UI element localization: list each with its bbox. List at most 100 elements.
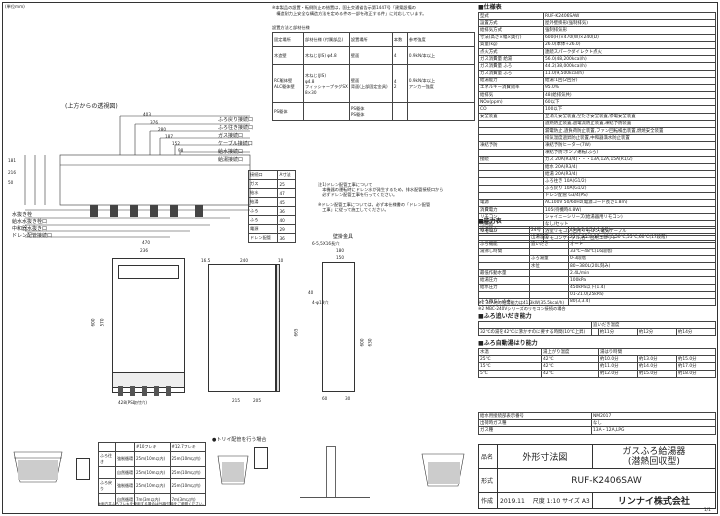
drain-note-5: ※ドレン配管工事については，必ず本仕様書の「ドレン配管 xyxy=(318,202,431,207)
capacity-row: ふろ機能追いだきオート xyxy=(478,240,716,249)
auto-r1c1: 42℃ xyxy=(541,362,599,371)
auto-r0c2: 約10.0分 xyxy=(598,355,638,364)
plt-h2: #10フレキ xyxy=(134,442,171,452)
auto-r2c0: 5℃ xyxy=(478,369,542,378)
spec-row: 凍結予防:ポンプ運転(ふろ) xyxy=(478,148,716,157)
capacity-cell: 01-21.0(25kPa) xyxy=(568,290,716,299)
dim-side-10: 10 xyxy=(278,258,284,263)
spec-label: 点火方式 xyxy=(478,47,544,57)
spec-label: 寸法(高さ×幅×奥行) xyxy=(478,33,544,42)
front-view-lower xyxy=(112,372,185,388)
dim-front-600: 600 xyxy=(90,318,96,327)
spec-value: 漏電防止,過負荷防止装置,ファン回転検出装置,燃焼安全装置 xyxy=(543,126,716,136)
dim-top-7: 216 xyxy=(8,170,16,175)
spec-label: 接続 xyxy=(478,155,544,164)
capacity-cell: 給湯能力 xyxy=(478,225,530,235)
trap-title: ●トリイ配管を行う場合 xyxy=(212,437,267,443)
spec-label: 給排気方式 xyxy=(478,26,544,35)
drain-note-3: 必ずドレン配管工事を行ってください。 xyxy=(318,192,398,197)
auto-r1c2: 約11.0分 xyxy=(598,362,638,371)
spec-label xyxy=(478,148,544,157)
spec-value: 過熱防止装置,過電流防止装置,凍結予防装置 xyxy=(543,119,716,129)
front-view-valves xyxy=(118,386,171,396)
conn-r1c0: 給水 xyxy=(247,188,279,198)
auto-r0c1: 42℃ xyxy=(541,355,599,364)
capacity-cell xyxy=(478,254,530,263)
fixing-r0c3: 4 xyxy=(391,46,408,65)
furo-table: 追いだき温度 32℃の湯を42℃に沸かすのに要する時間(10℃上昇) 約11分 … xyxy=(478,320,717,337)
tb-model-label: 形式 xyxy=(478,468,498,493)
conn-r2c1: 45 xyxy=(277,197,296,207)
spec-label xyxy=(478,119,544,129)
capacity-cell: 100kPa xyxy=(568,276,716,285)
spec-label xyxy=(478,162,544,172)
fixing-h3: 本数 xyxy=(391,32,408,47)
auto-h0: 水温 xyxy=(478,347,542,357)
auto-table: 水温 湯上がり温度 湯はり時間 25℃ 42℃ 約10.0分 約13.0分 約1… xyxy=(478,347,716,378)
spec-value: ふろ往き 10A(G1/2) xyxy=(543,177,716,186)
dim-front-470: 470 xyxy=(142,240,150,245)
capacity-cell: 出湯温度 xyxy=(529,233,569,242)
spec-label: ガス消費量 給湯 xyxy=(478,55,544,64)
tb-size-label: サイズ xyxy=(562,498,580,505)
furo-title: ■ふろ追いだき能力 xyxy=(478,313,532,320)
spec-row: 給水 20A(R3/4) xyxy=(478,162,716,172)
footer-r0c0: 給水用接続部表示番号 xyxy=(478,411,592,421)
bracket-dim-40: 40 xyxy=(308,290,314,295)
heater-small-left xyxy=(76,458,90,480)
drain-note-2: 本機器の運転時にドレン水が発生するため，排水配管接続口から xyxy=(318,187,444,192)
bathtub-left xyxy=(13,451,63,483)
spec-row: リモコンシャイニーシリーズ(給湯器用リモコン) xyxy=(478,213,716,222)
fixing-r2c2: PS躯体 PS躯体 xyxy=(348,102,393,121)
capacity-cell xyxy=(529,276,569,285)
top-note-2: 構造耐力上安全な構造方法を定める件の一部を改正する件」に対応しています。 xyxy=(272,11,427,16)
spec-row: 排気温度過昇防止装置,中和器満水防止装置 xyxy=(478,134,716,143)
dim-side-665: 665 xyxy=(293,328,299,337)
spec-label xyxy=(478,184,544,193)
capacity-cell: 41.3-2.6(24-1.5号) xyxy=(568,225,716,235)
spec-row: NOx(ppm)60以下 xyxy=(478,98,716,107)
capacity-cell: 24号 xyxy=(529,225,569,235)
dim-top-2: 280 xyxy=(158,127,166,132)
fixing-r2c1 xyxy=(303,102,350,121)
dim-front-236: 236 xyxy=(140,248,148,253)
plt-h0 xyxy=(98,442,116,452)
dim-top-0: 403 xyxy=(143,112,151,117)
capacity-cell xyxy=(478,290,530,299)
conn-r3c1: 36 xyxy=(277,206,296,216)
fixing-r1c0: RC躯体壁 ALC躯体壁 xyxy=(272,64,304,103)
conn-r2c0: 給湯 xyxy=(247,197,279,207)
dim-top-6: 181 xyxy=(8,158,16,163)
auto-r0c3: 約13.0分 xyxy=(637,355,677,364)
dim-side-240: 240 xyxy=(240,258,248,263)
spec-label: 型式 xyxy=(478,11,544,21)
pipe-label-10: ドレン配管接続口 xyxy=(12,233,53,239)
plt-r2c1: 強制循環 xyxy=(115,478,135,494)
footer-r1c1: なし xyxy=(591,419,716,428)
spec-value: 44.2(38,000kcal/h) xyxy=(543,62,716,71)
fixing-r1c4: 0.9kN/本以上 アンカー強度 xyxy=(406,64,476,103)
pipe-length-table: #10フレキ #12.7フレキ ふろ往き 強制循環 25m(10m以内) 25m… xyxy=(98,442,206,506)
pipe-label-7: 水抜き栓 xyxy=(12,212,33,218)
fixing-h1: 部材仕様 (付属部品) xyxy=(303,32,350,47)
dim-side-215: 215 xyxy=(232,398,240,403)
fixing-h4: 参考強度 xyxy=(406,32,476,47)
conn-r4c0: ふろ xyxy=(247,215,279,225)
tb-size: A3 xyxy=(581,498,590,505)
capacity-cell: ふろ湯量 xyxy=(529,254,569,263)
capacity-cell: 450kPa以下(1.4) xyxy=(568,283,716,292)
spec-row: 寸法(高さ×幅×奥行)600(H)×470(W)×240(D) xyxy=(478,33,716,42)
capacity-cell xyxy=(529,290,569,299)
capacity-cell xyxy=(529,283,569,292)
spec-label: 安全装置 xyxy=(478,112,544,121)
title-block: 品名 外形寸法図 ガスふろ給湯器 (潜熱回収型) 形式 RUF-K2406SAW… xyxy=(478,444,717,509)
footer-r1c0: 出荷時ガス種 xyxy=(478,419,592,428)
spec-row: 給湯 20A(R3/4) xyxy=(478,170,716,179)
